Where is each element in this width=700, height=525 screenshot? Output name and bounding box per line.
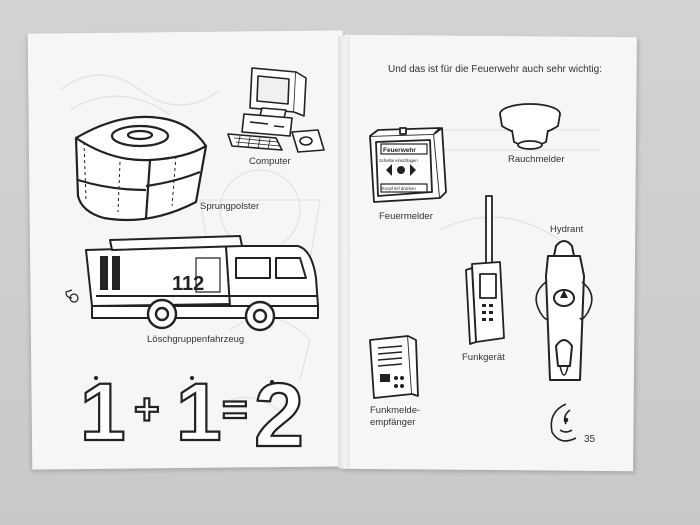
label-sprungpolster: Sprungpolster [200, 201, 260, 212]
label-hydrant: Hydrant [550, 224, 584, 235]
math-plus: + [134, 385, 160, 434]
alarm-box-title: Feuerwehr [383, 147, 416, 154]
label-funkmelde-line1: Funkmelde- [370, 405, 421, 416]
label-computer: Computer [249, 156, 291, 167]
math-one-a: 1 [80, 367, 126, 458]
right-page-heading: Und das ist für die Feuerwehr auch sehr … [388, 64, 602, 75]
book-spine [338, 36, 350, 468]
page-number: 35 [584, 434, 596, 445]
alarm-box-line1: Scheibe einschlagen [379, 158, 418, 163]
alarm-box-line2: Knopf tief drücken [382, 186, 416, 191]
label-funkmelde-line2: empfänger [370, 417, 416, 428]
label-funkgeraet: Funkgerät [462, 352, 505, 363]
math-one-b: 1 [176, 367, 222, 458]
math-result: 2 [254, 366, 304, 466]
label-rauchmelder: Rauchmelder [508, 154, 565, 165]
label-loeschgruppenfahrzeug: Löschgruppenfahrzeug [147, 334, 245, 345]
label-feuermelder: Feuermelder [379, 211, 433, 222]
truck-number: 112 [172, 273, 204, 295]
math-equals: = [222, 385, 248, 434]
